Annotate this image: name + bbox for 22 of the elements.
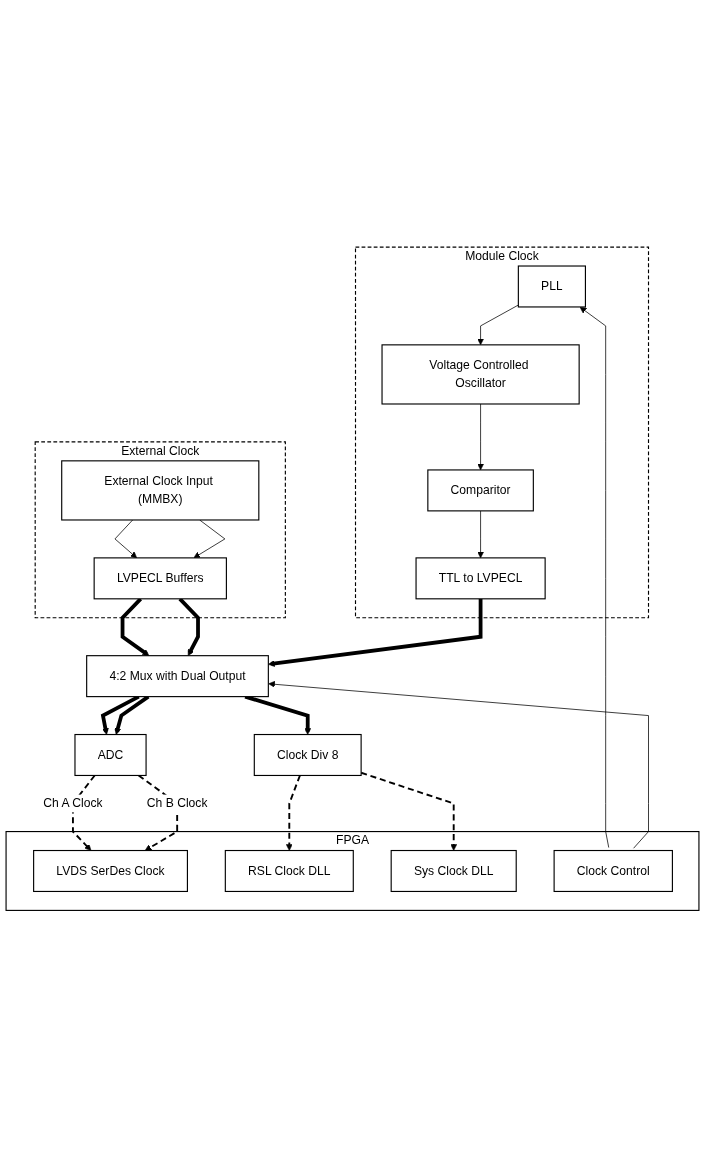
node-box: External Clock Input (MMBX) [61,460,260,521]
arrow [72,774,96,852]
edge-label: Ch A Clock [43,796,103,810]
node-box: Clock Control [553,850,673,893]
node-box: LVDS SerDes Clock [33,850,188,893]
node-box: PLL [517,265,586,308]
node-box: Comparitor [427,469,534,512]
node-box: RSL Clock DLL [224,850,354,893]
node-box: TTL to LVPECL [415,557,546,600]
arrow [114,695,150,736]
arrow [100,695,140,736]
arrow [285,774,301,852]
node-box: ADC [74,734,147,777]
edge-label: Ch B Clock [146,796,208,810]
node-box: LVPECL Buffers [93,557,227,600]
node-box: Voltage Controlled Oscillator [381,344,580,405]
arrow [244,695,312,736]
node-box: Clock Div 8 [253,734,362,777]
node-box: Sys Clock DLL [390,850,517,893]
arrow [268,599,483,668]
node-box: 4:2 Mux with Dual Output [86,655,269,698]
arrow [137,774,179,852]
